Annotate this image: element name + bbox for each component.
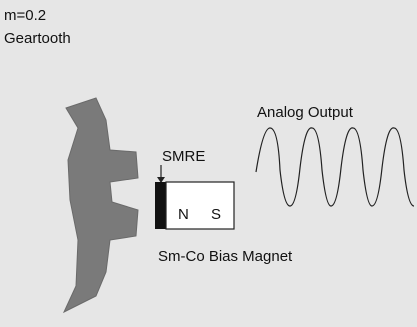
sensor-arrowhead (157, 177, 165, 183)
gear-icon (62, 97, 139, 314)
output-label: Analog Output (257, 104, 354, 121)
smre-sensor (155, 182, 166, 229)
magnet-south-label: S (211, 206, 221, 223)
smre-label: SMRE (162, 148, 205, 165)
magnet-north-label: N (178, 206, 189, 223)
geartooth-label: Geartooth (4, 30, 71, 47)
bias-magnet (165, 181, 235, 230)
analog-output-waveform (255, 127, 415, 207)
module-label: m=0.2 (4, 7, 47, 24)
magnet-label: Sm-Co Bias Magnet (158, 248, 293, 265)
